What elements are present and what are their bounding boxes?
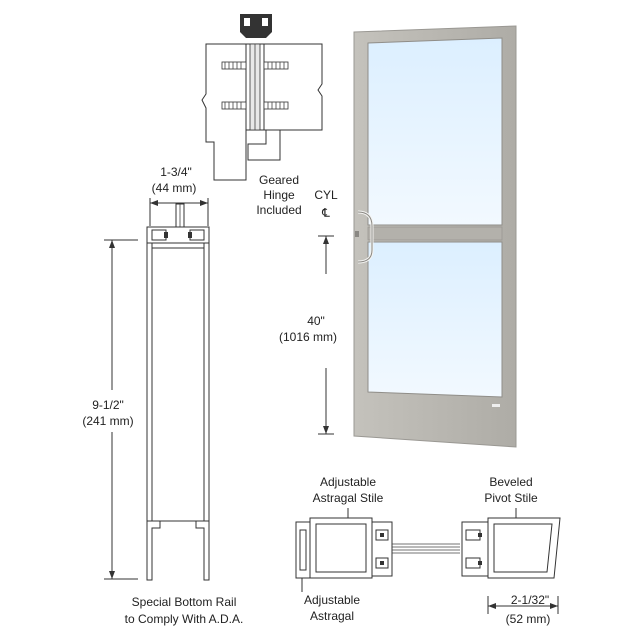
rail-height-label-mm: (241 mm) [82,414,133,428]
stile-width-label: 1-3/4" [160,165,192,179]
pivot-width-dimension: 2-1/32" (52 mm) [487,593,559,626]
hinge-screw-icon [221,61,289,70]
rail-height-dimension: 9-1/2" (241 mm) [82,239,138,580]
door-mid-rail [367,226,503,241]
door-label-tag [492,404,500,407]
bottom-rail-profile [146,203,210,581]
door-bottom-glass [367,241,503,398]
hinge-detail: Geared Hinge Included [201,14,323,217]
hinge-screw-icon [221,101,289,110]
hinge-label-line1: Geared [259,173,299,187]
stile-width-label-mm: (44 mm) [152,181,197,195]
pivot-width-label-mm: (52 mm) [506,612,551,626]
handle-height-dimension: 40" [307,314,325,328]
bottom-rail-caption-line2: to Comply With A.D.A. [125,612,244,626]
astragal-stile-caption-line1: Adjustable [320,475,376,489]
bottom-rail-caption-line1: Special Bottom Rail [132,595,237,609]
pivot-stile-caption-line1: Beveled [489,475,532,489]
stile-width-dimension: 1-3/4" (44 mm) [149,165,209,226]
astragal-caption-line2: Astragal [310,609,354,623]
cyl-label: CYL [314,188,338,202]
cyl-centerline-symbol: ℄ [321,206,330,220]
pivot-stile-caption-line2: Pivot Stile [484,491,538,505]
hinge-label-line3: Included [256,203,301,217]
pivot-stile-profile: Beveled Pivot Stile [461,475,561,579]
pivot-width-label: 2-1/32" [511,593,549,607]
handle-height-dimension-mm: (1016 mm) [279,330,337,344]
rail-height-label: 9-1/2" [92,398,124,412]
door-top-glass [367,37,503,226]
hinge-label-line2: Hinge [263,188,295,202]
cyl-dimension: CYL ℄ 40" (1016 mm) [279,188,338,435]
astragal-stile-caption-line2: Astragal Stile [313,491,384,505]
astragal-caption-line1: Adjustable [304,593,360,607]
door-pull-handle-icon [355,210,374,264]
door-elevation [353,25,517,448]
astragal-stile-profile: Adjustable Astragal Stile [295,475,460,579]
